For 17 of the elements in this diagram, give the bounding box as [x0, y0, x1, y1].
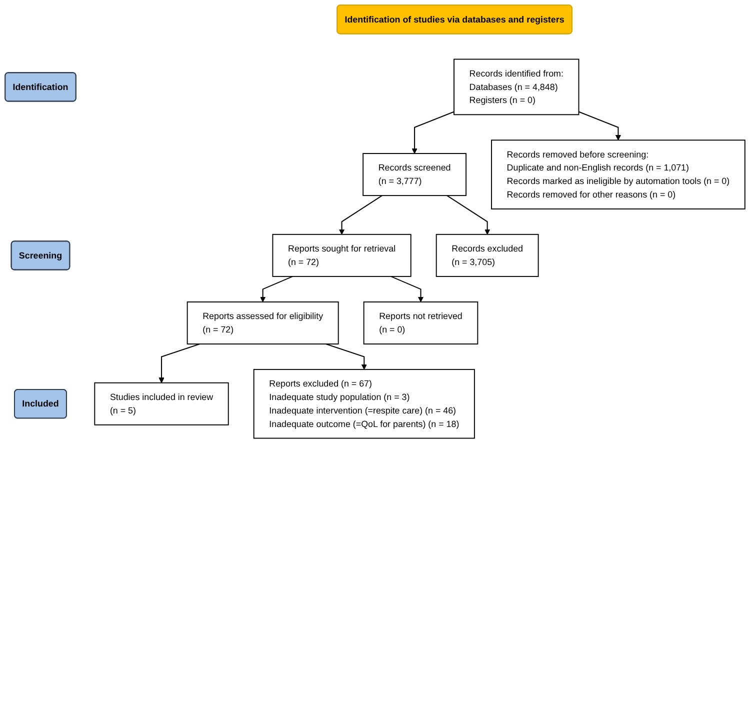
node-box: Records screened (n = 3,777)	[362, 153, 466, 196]
node-box: Records removed before screening: Duplicate and non-English records (n = 1,071) Records marked as ineligible by automation tools (n = 0) Records removed for other reasons (n = 0)	[491, 140, 746, 210]
arrow	[412, 111, 454, 154]
node-box: Reports sought for retrieval (n = 72)	[272, 234, 412, 277]
node-box: Reports excluded (n = 67) Inadequate study population (n = 3) Inadequate intervention (=respite care) (n = 46) Inadequate outcome (=QoL for parents) (n = 18)	[253, 368, 475, 439]
arrow	[390, 276, 424, 302]
node-box: Records identified from: Databases (n = 4,848) Registers (n = 0)	[454, 58, 580, 116]
node-box: Reports assessed for eligibility (n = 72)	[186, 301, 339, 344]
arrow	[158, 344, 200, 384]
arrow	[326, 344, 367, 370]
arrow	[578, 111, 621, 140]
node-box: Studies included in review (n = 5)	[94, 382, 229, 426]
arrow	[260, 276, 293, 302]
arrow	[446, 195, 490, 235]
node-box: Reports not retrieved (n = 0)	[363, 301, 478, 344]
node-box: Records excluded (n = 3,705)	[436, 234, 539, 277]
arrow	[339, 195, 382, 235]
